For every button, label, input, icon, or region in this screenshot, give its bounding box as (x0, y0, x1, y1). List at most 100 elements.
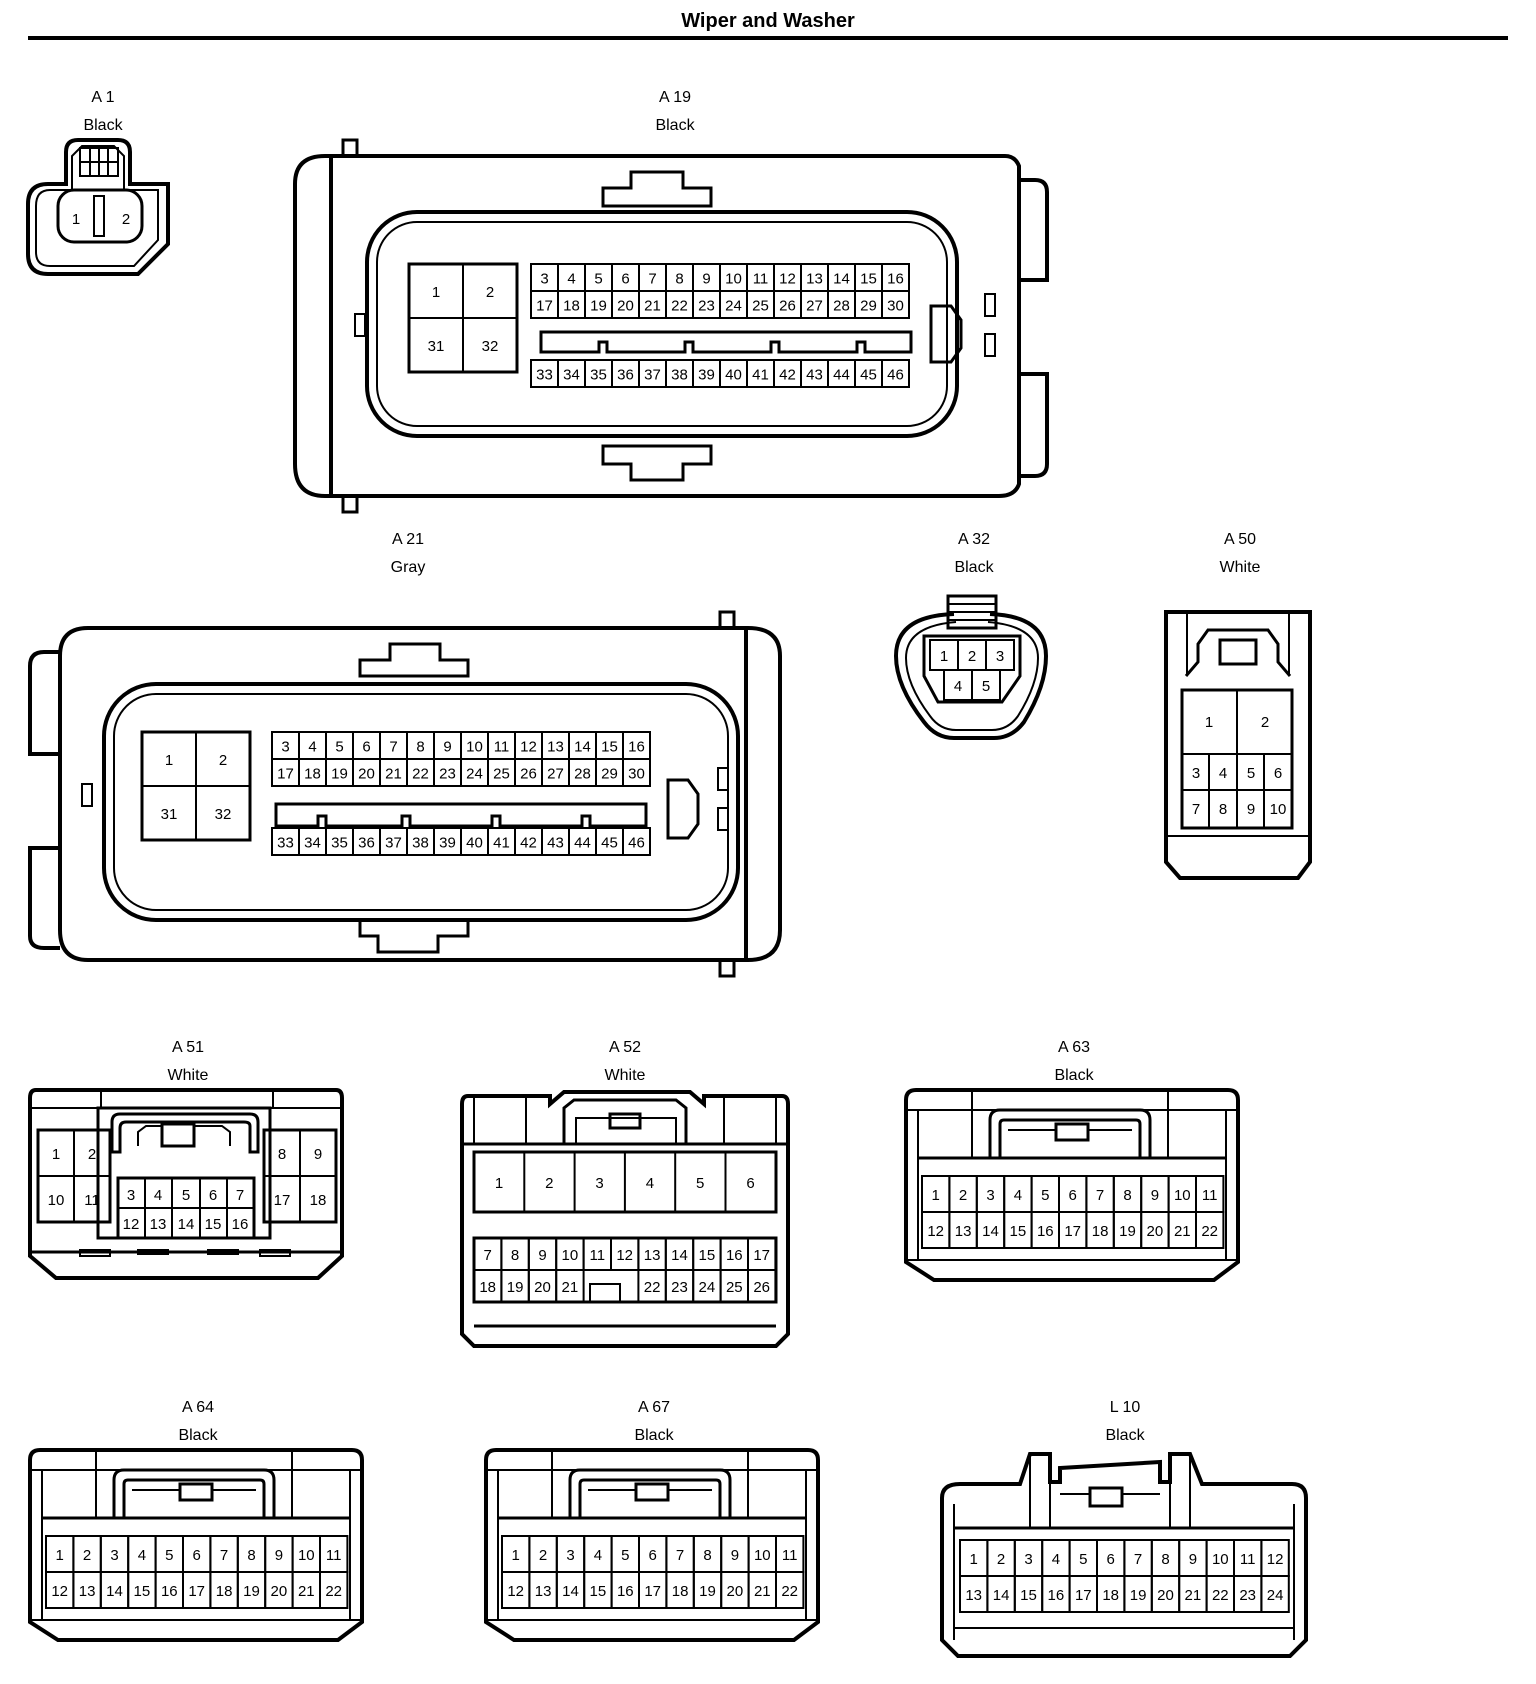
pin: 3 (540, 271, 548, 288)
pin: 7 (1134, 1551, 1142, 1568)
pin: 19 (243, 1583, 260, 1600)
pin: 20 (534, 1279, 551, 1296)
pin: 19 (507, 1279, 524, 1296)
pin: 13 (955, 1223, 972, 1240)
pin: 10 (298, 1547, 315, 1564)
pin-cell (622, 758, 651, 787)
pin: 2 (83, 1547, 91, 1564)
pin: 3 (127, 1187, 135, 1204)
pin: 46 (628, 835, 645, 852)
pin-cell (881, 359, 910, 388)
pin: 12 (51, 1583, 68, 1600)
pin: 10 (1270, 801, 1287, 818)
pin: 26 (779, 298, 796, 315)
pin: 1 (56, 1547, 64, 1564)
pin: 4 (1052, 1551, 1060, 1568)
pin: 12 (927, 1223, 944, 1240)
pin: 13 (965, 1587, 982, 1604)
pin: 14 (562, 1583, 579, 1600)
pin: 14 (982, 1223, 999, 1240)
pin: 6 (1069, 1187, 1077, 1204)
pin: 8 (1219, 801, 1227, 818)
connector-id: A 19 (658, 89, 692, 106)
pin: 1 (940, 648, 948, 665)
pin: 4 (594, 1547, 602, 1564)
pin: 3 (1024, 1551, 1032, 1568)
pin: 3 (110, 1547, 118, 1564)
pin: 3 (996, 648, 1004, 665)
pin: 40 (725, 367, 742, 384)
pin: 44 (833, 367, 850, 384)
pin: 18 (479, 1279, 496, 1296)
pin-cell (747, 1269, 777, 1303)
pin: 6 (362, 739, 370, 756)
pin: 4 (646, 1175, 654, 1192)
connector-color: Black (178, 1427, 218, 1444)
pin: 41 (752, 367, 769, 384)
pin: 17 (753, 1247, 770, 1264)
pin: 5 (982, 678, 990, 695)
pin: 6 (649, 1547, 657, 1564)
connector-id: A 50 (1223, 531, 1257, 548)
pin: 1 (970, 1551, 978, 1568)
pin: 13 (150, 1216, 167, 1233)
pin: 34 (563, 367, 580, 384)
pin: 23 (1239, 1587, 1256, 1604)
pin: 5 (1247, 765, 1255, 782)
connector-a50-drawing: 1 2 3 4 5 6 7 8 9 10 (1164, 610, 1312, 880)
pin: 11 (494, 739, 510, 756)
pin: 11 (1202, 1187, 1218, 1204)
connector-color: Gray (390, 559, 426, 576)
pin: 2 (539, 1547, 547, 1564)
pin: 22 (671, 298, 688, 315)
pin: 42 (779, 367, 796, 384)
pin: 5 (1041, 1187, 1049, 1204)
connector-color: Black (83, 117, 123, 134)
pin: 11 (326, 1547, 342, 1564)
pin: 7 (236, 1187, 244, 1204)
pin: 7 (389, 739, 397, 756)
connector-id: A 64 (181, 1399, 215, 1416)
pin: 3 (566, 1547, 574, 1564)
pin: 12 (123, 1216, 140, 1233)
pin: 36 (358, 835, 375, 852)
pin: 2 (122, 211, 130, 228)
pin: 14 (574, 739, 591, 756)
pin: 18 (216, 1583, 233, 1600)
pin: 30 (887, 298, 904, 315)
pin: 1 (495, 1175, 503, 1192)
pin: 9 (314, 1146, 322, 1163)
pin: 21 (1174, 1223, 1191, 1240)
connector-id: A 32 (957, 531, 991, 548)
pin: 38 (671, 367, 688, 384)
pin: 4 (1014, 1187, 1022, 1204)
pin: 16 (1037, 1223, 1054, 1240)
pin: 5 (335, 739, 343, 756)
pin: 10 (1212, 1551, 1229, 1568)
pin: 19 (1119, 1223, 1136, 1240)
pin: 20 (1157, 1587, 1174, 1604)
pin: 5 (1079, 1551, 1087, 1568)
pin: 20 (1147, 1223, 1164, 1240)
pin: 45 (860, 367, 877, 384)
pin: 16 (887, 271, 904, 288)
pin: 12 (507, 1583, 524, 1600)
pin: 15 (590, 1583, 607, 1600)
pin: 1 (165, 752, 173, 769)
pin: 1 (1205, 714, 1213, 731)
pin: 9 (1151, 1187, 1159, 1204)
pin: 37 (385, 835, 402, 852)
pin: 6 (746, 1175, 754, 1192)
pin: 42 (520, 835, 537, 852)
pin: 11 (753, 271, 769, 288)
pin: 16 (161, 1583, 178, 1600)
pin: 24 (466, 766, 483, 783)
connector-a51: A 51 White 1 2 3 4 5 6 7 8 9 (28, 1034, 348, 1294)
pin: 18 (304, 766, 321, 783)
pin: 20 (358, 766, 375, 783)
pin: 18 (1102, 1587, 1119, 1604)
pin: 6 (209, 1187, 217, 1204)
pin: 17 (536, 298, 553, 315)
pin: 5 (696, 1175, 704, 1192)
